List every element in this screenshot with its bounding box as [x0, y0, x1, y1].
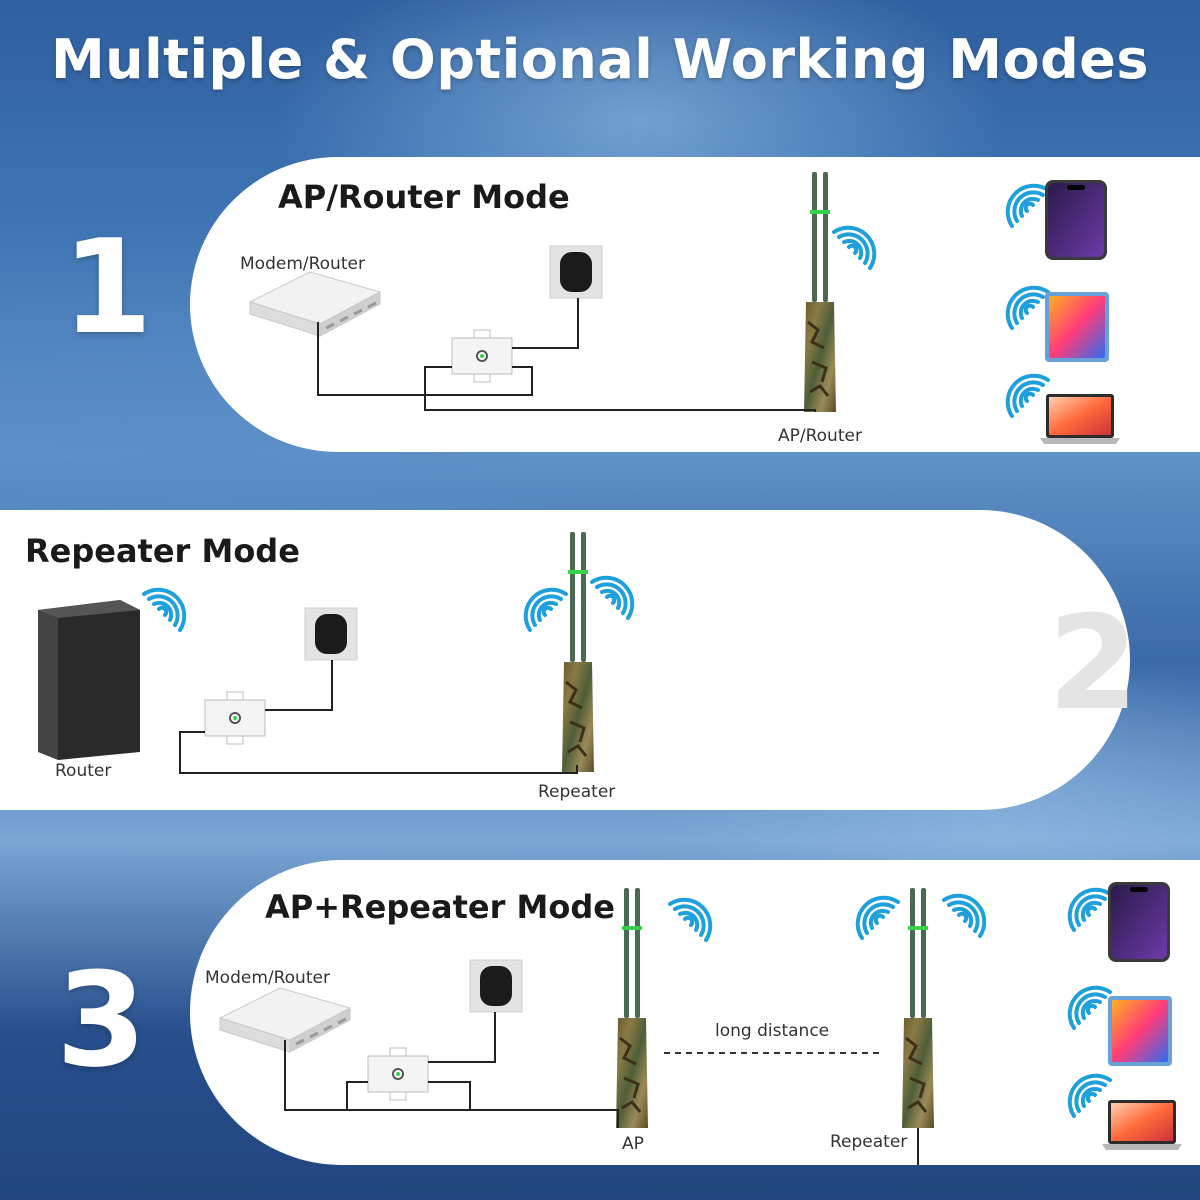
- wifi-icon: [526, 590, 566, 630]
- power-adapter-icon: [469, 959, 523, 1013]
- modem-router-icon: [248, 270, 382, 338]
- mode-1-title: AP/Router Mode: [278, 178, 570, 216]
- power-adapter-icon: [549, 245, 603, 299]
- router-label: Router: [55, 761, 112, 781]
- poe-injector-icon: [367, 1047, 429, 1101]
- mode-3-diagram: [218, 882, 1182, 1165]
- wifi-icon: [590, 575, 635, 620]
- wifi-icon: [1070, 1076, 1110, 1116]
- ap-device-icon: [614, 886, 650, 1130]
- wifi-icon: [858, 898, 898, 938]
- mode-2-number: 2: [1048, 587, 1139, 739]
- wifi-icon: [942, 893, 987, 938]
- modem-router-label: Modem/Router: [205, 968, 330, 988]
- wifi-icon: [1008, 288, 1048, 328]
- mode-1-diagram: [248, 170, 1120, 444]
- repeater-label: Repeater: [830, 1132, 908, 1152]
- tablet-icon: [1108, 996, 1172, 1066]
- repeater-label: Repeater: [538, 782, 616, 802]
- ap-router-device-icon: [802, 170, 838, 414]
- modem-router-label: Modem/Router: [240, 254, 365, 274]
- tablet-icon: [1045, 292, 1109, 362]
- wifi-icon: [1070, 890, 1110, 930]
- phone-icon: [1045, 180, 1107, 260]
- mode-2-diagram: [38, 530, 635, 774]
- router-icon: [38, 600, 140, 760]
- power-adapter-icon: [304, 607, 358, 661]
- mode-3-number: 3: [56, 944, 147, 1096]
- wifi-icon: [1008, 186, 1048, 226]
- mode-3-title: AP+Repeater Mode: [265, 888, 615, 926]
- wifi-icon: [142, 587, 187, 632]
- wifi-icon: [1008, 376, 1048, 416]
- long-distance-label: long distance: [715, 1021, 830, 1041]
- page-title: Multiple & Optional Working Modes: [50, 28, 1150, 91]
- mode-2-title: Repeater Mode: [25, 532, 300, 570]
- wifi-icon: [832, 225, 877, 270]
- repeater-device-icon: [900, 886, 936, 1130]
- laptop-icon: [1102, 1100, 1182, 1150]
- poe-injector-icon: [204, 691, 266, 745]
- wifi-icon: [668, 897, 713, 942]
- ap-router-label: AP/Router: [778, 426, 862, 446]
- repeater-device-icon: [560, 530, 596, 774]
- mode-1-number: 1: [62, 211, 153, 363]
- wifi-icon: [1070, 988, 1110, 1028]
- phone-icon: [1108, 882, 1170, 962]
- laptop-icon: [1040, 394, 1120, 444]
- poe-injector-icon: [451, 329, 513, 383]
- ap-label: AP: [622, 1134, 644, 1154]
